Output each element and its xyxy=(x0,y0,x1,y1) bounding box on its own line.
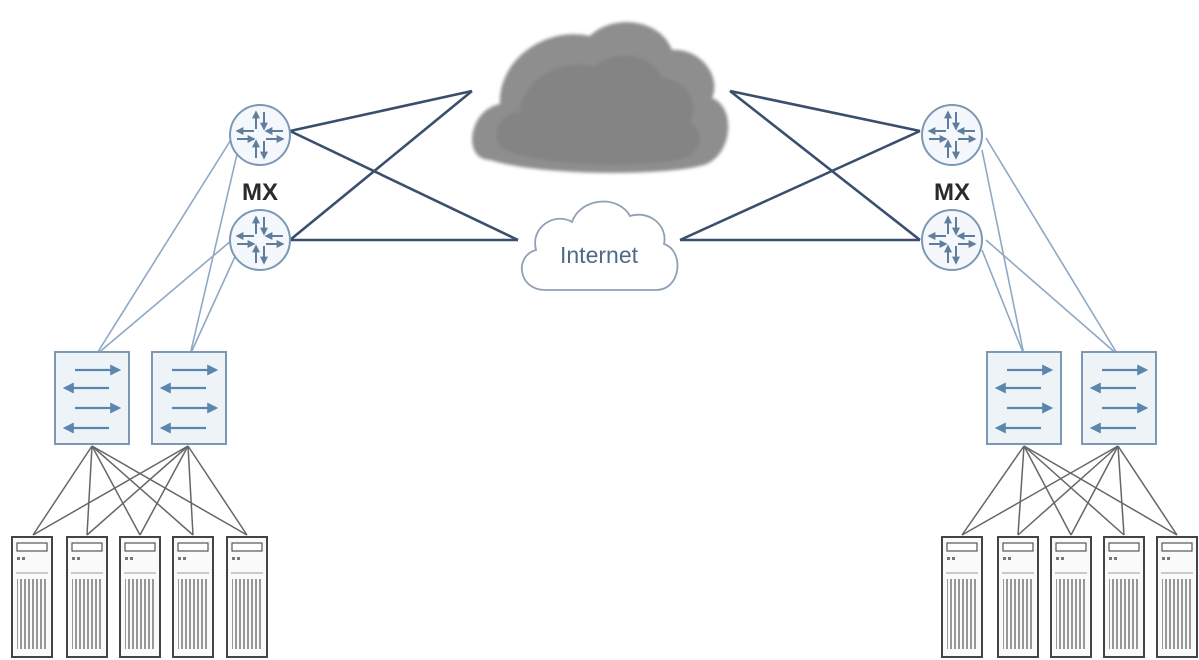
internet-label: Internet xyxy=(560,242,639,268)
server-icon xyxy=(941,536,983,658)
router-icon xyxy=(230,105,290,165)
server-icon xyxy=(1103,536,1145,658)
server-icon xyxy=(11,536,53,658)
switch-icon xyxy=(1082,352,1156,444)
switch-icon xyxy=(152,352,226,444)
server-icon xyxy=(66,536,108,658)
server-links xyxy=(32,445,1178,536)
mx-label-right: MX xyxy=(934,179,970,206)
core-links xyxy=(289,89,921,242)
server-icon xyxy=(1050,536,1092,658)
internet-cloud-icon: Internet xyxy=(520,200,679,291)
router-icon xyxy=(922,210,982,270)
switch-icon xyxy=(987,352,1061,444)
server-icon xyxy=(1156,536,1198,658)
access-links xyxy=(95,137,1119,356)
router-icon xyxy=(230,210,290,270)
router-icon xyxy=(922,105,982,165)
cloud-icon xyxy=(472,22,729,173)
server-icon xyxy=(226,536,268,658)
server-icon xyxy=(997,536,1039,658)
switch-icon xyxy=(55,352,129,444)
server-icon xyxy=(172,536,214,658)
server-icon xyxy=(119,536,161,658)
mx-label-left: MX xyxy=(242,179,278,206)
